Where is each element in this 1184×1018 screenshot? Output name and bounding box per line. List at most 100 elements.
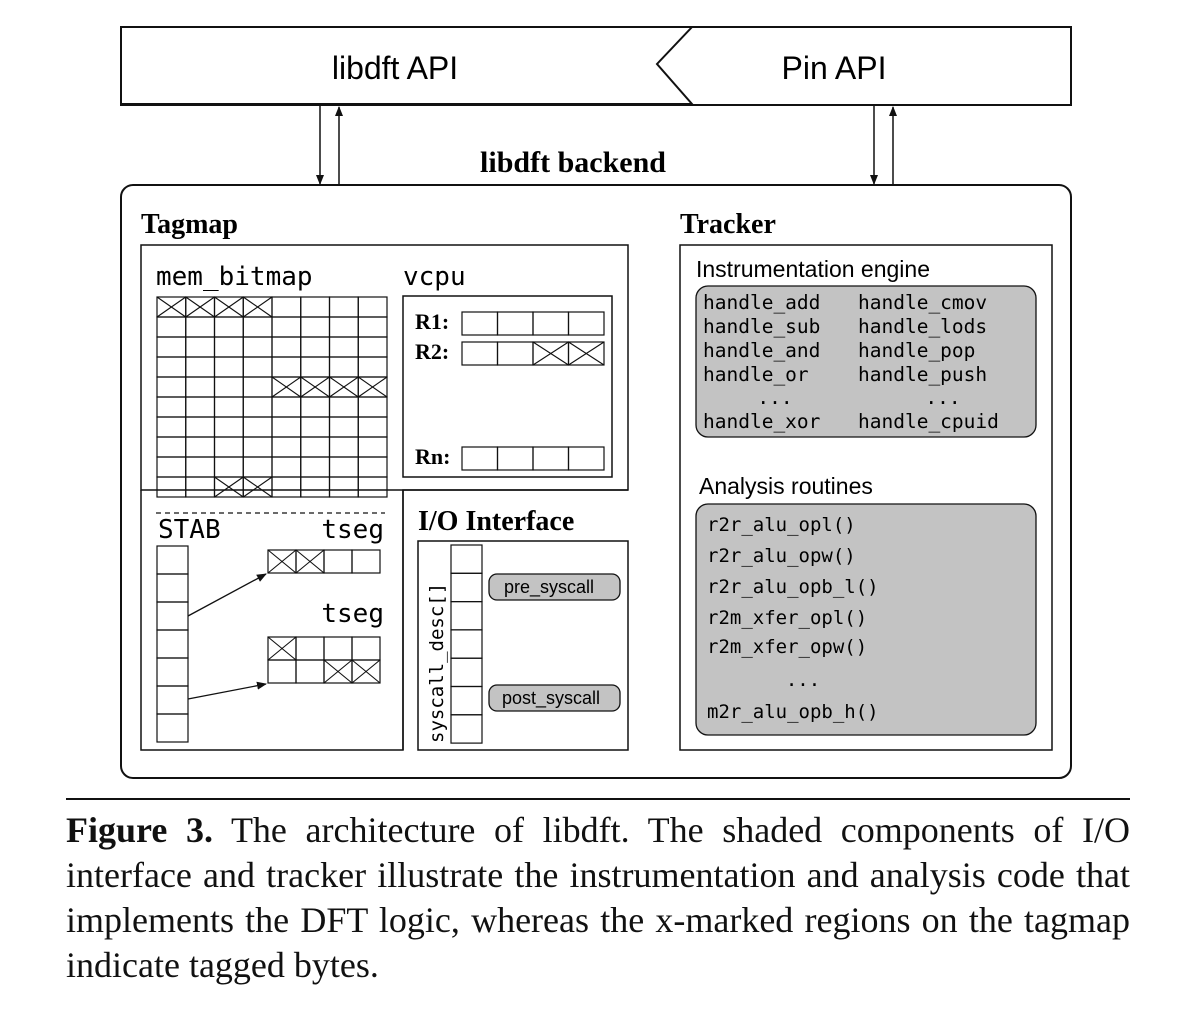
tseg-2: [267, 636, 381, 684]
handler-name: handle_cpuid: [858, 410, 999, 433]
bitmap-cell: [328, 296, 359, 318]
bitmap-cell: [156, 376, 187, 398]
handler-name: handle_push: [858, 363, 987, 386]
bitmap-cell: [271, 436, 302, 458]
post-syscall-box: [488, 684, 621, 712]
tseg-byte-cell: [351, 636, 381, 661]
vcpu-registers: R1:R2:Rn:: [415, 309, 605, 471]
bitmap-cell: [213, 356, 244, 378]
tseg-byte-cell: [323, 549, 353, 574]
tagged-byte-cell: [213, 296, 244, 318]
architecture-diagram: libdft API Pin API libdft backend Tagmap…: [66, 26, 1130, 800]
bitmap-cell: [213, 436, 244, 458]
register-byte-cell: [461, 341, 499, 366]
bitmap-cell: [271, 396, 302, 418]
tagged-byte-cell: [357, 376, 388, 398]
bitmap-cell: [328, 356, 359, 378]
bitmap-cell: [357, 476, 388, 498]
bitmap-cell: [271, 356, 302, 378]
bitmap-cell: [185, 316, 216, 338]
bitmap-cell: [242, 336, 273, 358]
bitmap-cell: [271, 416, 302, 438]
backend-title: libdft backend: [480, 146, 666, 179]
io-interface-box: [417, 540, 629, 751]
bitmap-cell: [242, 456, 273, 478]
stab-entry: [156, 601, 189, 631]
analysis-routine: r2m_xfer_opw(): [707, 636, 867, 658]
analysis-routine: r2r_alu_opb_l(): [707, 576, 879, 598]
tseg-byte-cell: [295, 549, 325, 574]
tagged-byte-cell: [213, 476, 244, 498]
bitmap-cell: [185, 336, 216, 358]
bitmap-cell: [300, 456, 331, 478]
bitmap-cell: [185, 376, 216, 398]
bitmap-cell: [156, 476, 187, 498]
tseg-label-1: tseg: [321, 515, 384, 545]
analysis-routine: r2r_alu_opl(): [707, 514, 856, 536]
tagged-byte-cell: [242, 296, 273, 318]
bitmap-cell: [300, 296, 331, 318]
tseg-byte-cell: [295, 636, 325, 661]
stab-entry: [156, 713, 189, 743]
register-byte-cell: [532, 311, 570, 336]
syscall-desc-entry: [450, 629, 483, 659]
bitmap-cell: [242, 436, 273, 458]
engine-label: Instrumentation engine: [696, 256, 930, 282]
io-interface-title: I/O Interface: [418, 506, 574, 537]
tseg-byte-cell: [267, 636, 297, 661]
bitmap-cell: [185, 416, 216, 438]
tseg-byte-cell: [323, 659, 353, 684]
bitmap-cell: [271, 456, 302, 478]
handler-name: handle_and: [703, 339, 820, 362]
syscall-desc-entry: [450, 657, 483, 688]
tseg-byte-cell: [351, 549, 381, 574]
handler-name: handle_or: [703, 363, 809, 386]
register-byte-cell: [532, 341, 570, 366]
bitmap-cell: [328, 476, 359, 498]
register-label: R2:: [415, 339, 449, 364]
tracker-box: [679, 244, 1053, 751]
tagged-byte-cell: [242, 476, 273, 498]
bitmap-cell: [300, 336, 331, 358]
analysis-routine: m2r_alu_opb_h(): [707, 701, 879, 723]
bitmap-cell: [271, 476, 302, 498]
bitmap-cell: [213, 416, 244, 438]
libdft-api-label: libdft API: [332, 50, 458, 86]
bitmap-cell: [213, 376, 244, 398]
tseg-byte-cell: [295, 659, 325, 684]
syscall-desc-entry: [450, 600, 483, 631]
bitmap-cell: [185, 456, 216, 478]
bitmap-cell: [271, 336, 302, 358]
bitmap-cell: [300, 396, 331, 418]
bitmap-cell: [271, 316, 302, 338]
bitmap-cell: [242, 316, 273, 338]
tagged-byte-cell: [300, 376, 331, 398]
register-byte-cell: [532, 446, 570, 471]
analysis-routine: ...: [786, 669, 820, 691]
register-label: R1:: [415, 309, 449, 334]
mem-bitmap-grid: [156, 296, 388, 498]
register-byte-cell: [496, 446, 534, 471]
post-syscall-label: post_syscall: [502, 688, 600, 709]
bitmap-cell: [300, 316, 331, 338]
handler-name: ...: [757, 386, 792, 409]
bitmap-cell: [300, 416, 331, 438]
bitmap-cell: [156, 336, 187, 358]
bitmap-cell: [213, 396, 244, 418]
stab-column: [156, 545, 189, 743]
bitmap-cell: [185, 356, 216, 378]
stab-pointers: [187, 573, 267, 700]
stab-label: STAB: [158, 515, 221, 545]
backend-box: [120, 184, 1072, 779]
analysis-routines: r2r_alu_opl()r2r_alu_opw()r2r_alu_opb_l(…: [707, 514, 879, 723]
handler-name: handle_add: [703, 291, 820, 314]
bitmap-cell: [242, 396, 273, 418]
register-cells: [461, 341, 605, 366]
register-byte-cell: [461, 446, 499, 471]
bitmap-cell: [328, 456, 359, 478]
bitmap-cell: [328, 336, 359, 358]
bitmap-cell: [357, 356, 388, 378]
bitmap-cell: [156, 396, 187, 418]
figure-caption: Figure 3. The architecture of libdft. Th…: [66, 808, 1130, 988]
stab-entry: [156, 545, 189, 575]
